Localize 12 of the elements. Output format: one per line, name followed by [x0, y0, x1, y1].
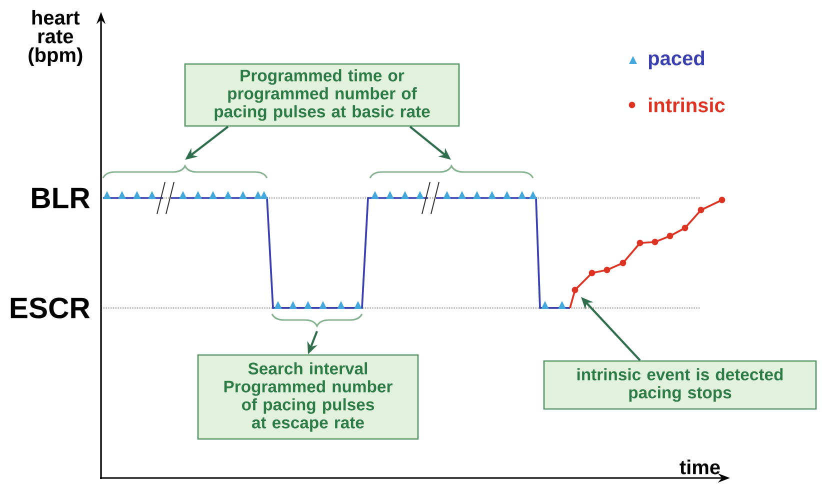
axis-label: time [680, 460, 720, 474]
level-label: ESCR [10, 298, 90, 318]
legend-label: paced [648, 50, 704, 70]
callout-box: Search interval Programmed number of pacing pulses at escape rate [197, 354, 419, 440]
brace [369, 165, 534, 178]
callout-box: intrinsic event is detected pacing stops [543, 360, 817, 410]
brace [102, 165, 268, 178]
legend-label: intrinsic [649, 98, 725, 112]
level-label: BLR [32, 188, 90, 208]
callout-box: Programmed time or programmed number of pacing pulses at basic rate [184, 63, 460, 127]
brace [271, 314, 363, 327]
axis-label: heart rate (bpm) [28, 10, 82, 66]
